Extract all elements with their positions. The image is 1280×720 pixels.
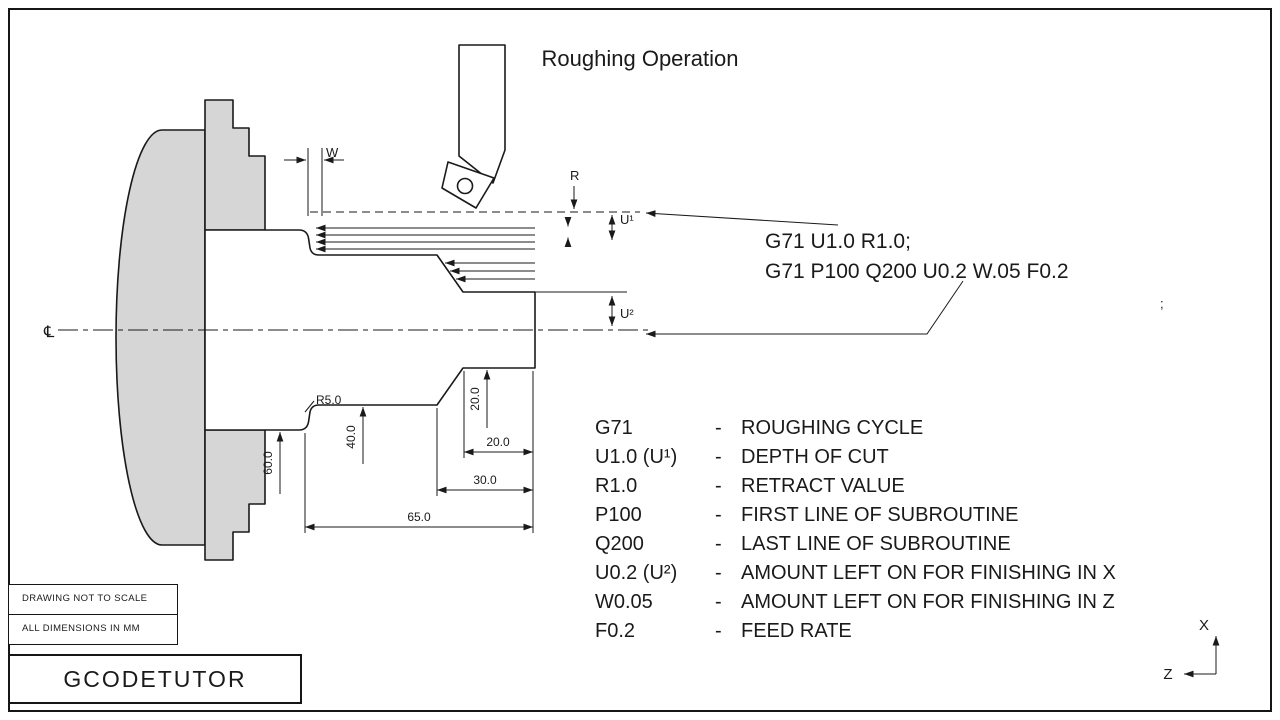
legend-row-p: P100 - FIRST LINE OF SUBROUTINE <box>595 501 1235 530</box>
dim-20h-label: 20.0 <box>486 435 510 449</box>
brand-title-block: GCODETUTOR <box>8 654 302 704</box>
legend-desc: FIRST LINE OF SUBROUTINE <box>741 504 1019 526</box>
legend-row-g71: G71 - ROUGHING CYCLE <box>595 414 1235 443</box>
legend-separator: - <box>715 446 722 468</box>
gcode-line-2: G71 P100 Q200 U0.2 W.05 F0.2 <box>765 260 1069 283</box>
legend-desc: FEED RATE <box>741 620 852 642</box>
u2-dimension: U² <box>535 291 634 326</box>
workpiece-profile <box>204 229 536 431</box>
note-all-dimensions-mm: ALL DIMENSIONS IN MM <box>8 614 178 645</box>
legend-desc: ROUGHING CYCLE <box>741 417 924 439</box>
radius-label: R5.0 <box>316 393 342 407</box>
dim-60-label: 60.0 <box>261 451 275 475</box>
centerline-symbol: ℄ <box>43 324 55 341</box>
parameter-legend: G71 - ROUGHING CYCLE U1.0 (U¹) - DEPTH O… <box>595 414 1235 646</box>
dim-20v-label: 20.0 <box>468 387 482 411</box>
legend-row-q: Q200 - LAST LINE OF SUBROUTINE <box>595 530 1235 559</box>
gcode-leader-2 <box>646 280 964 338</box>
dim-20-vertical: 20.0 <box>468 370 491 428</box>
diagram-title: Roughing Operation <box>542 46 739 71</box>
legend-code: U0.2 (U²) <box>595 562 678 584</box>
dim-30: 30.0 <box>437 473 533 494</box>
dim-20-horizontal: 20.0 <box>464 435 533 456</box>
tool-insert-hole <box>456 177 474 195</box>
leader-line <box>304 400 315 413</box>
legend-separator: - <box>715 417 722 439</box>
roughing-passes <box>316 224 535 283</box>
legend-separator: - <box>715 475 722 497</box>
note-drawing-not-to-scale: DRAWING NOT TO SCALE <box>8 584 178 615</box>
dim-60: 60.0 <box>261 432 284 494</box>
dim-65-label: 65.0 <box>407 510 431 524</box>
legend-code: F0.2 <box>595 620 636 642</box>
dim-40: 40.0 <box>344 407 367 464</box>
legend-code: W0.05 <box>595 591 653 613</box>
gcode-line-1: G71 U1.0 R1.0; <box>765 230 911 253</box>
legend-desc: DEPTH OF CUT <box>741 446 889 468</box>
legend-separator: - <box>715 620 722 642</box>
legend-separator: - <box>715 533 722 555</box>
z-axis-label: Z <box>1163 666 1172 683</box>
legend-row-u2: U0.2 (U²) - AMOUNT LEFT ON FOR FINISHING… <box>595 559 1235 588</box>
legend-code: G71 <box>595 417 633 439</box>
dim-65: 65.0 <box>305 510 533 531</box>
legend-code: U1.0 (U¹) <box>595 446 678 468</box>
u1-label: U¹ <box>620 212 634 227</box>
legend-code: Q200 <box>595 533 644 555</box>
legend-code: P100 <box>595 504 642 526</box>
w-dimension: W <box>284 145 344 216</box>
legend-desc: AMOUNT LEFT ON FOR FINISHING IN Z <box>741 591 1115 613</box>
radius-callout: R5.0 <box>304 393 342 413</box>
chuck-body <box>115 129 206 546</box>
legend-desc: LAST LINE OF SUBROUTINE <box>741 533 1011 555</box>
tool-holder <box>458 44 506 184</box>
x-axis-label: X <box>1199 617 1209 634</box>
dim-30-label: 30.0 <box>473 473 497 487</box>
stray-semicolon: ; <box>1160 296 1164 311</box>
legend-separator: - <box>715 562 722 584</box>
legend-separator: - <box>715 591 722 613</box>
gcode-leader-1 <box>645 210 839 226</box>
legend-row-u1: U1.0 (U¹) - DEPTH OF CUT <box>595 443 1235 472</box>
u1-dimension: U¹ <box>608 212 634 240</box>
dim-40-label: 40.0 <box>344 425 358 449</box>
legend-desc: RETRACT VALUE <box>741 475 905 497</box>
chuck-jaw-top <box>204 99 266 231</box>
u2-label: U² <box>620 306 634 321</box>
legend-row-f: F0.2 - FEED RATE <box>595 617 1235 646</box>
axis-indicator: X Z <box>1163 617 1220 683</box>
legend-row-r: R1.0 - RETRACT VALUE <box>595 472 1235 501</box>
cutting-tool <box>441 44 506 209</box>
r-dimension: R <box>570 168 579 209</box>
legend-code: R1.0 <box>595 475 638 497</box>
r-label: R <box>570 168 579 183</box>
legend-row-w: W0.05 - AMOUNT LEFT ON FOR FINISHING IN … <box>595 588 1235 617</box>
w-label: W <box>326 145 339 160</box>
chuck-jaw-bottom <box>204 429 266 561</box>
legend-separator: - <box>715 504 722 526</box>
legend-desc: AMOUNT LEFT ON FOR FINISHING IN X <box>741 562 1116 584</box>
